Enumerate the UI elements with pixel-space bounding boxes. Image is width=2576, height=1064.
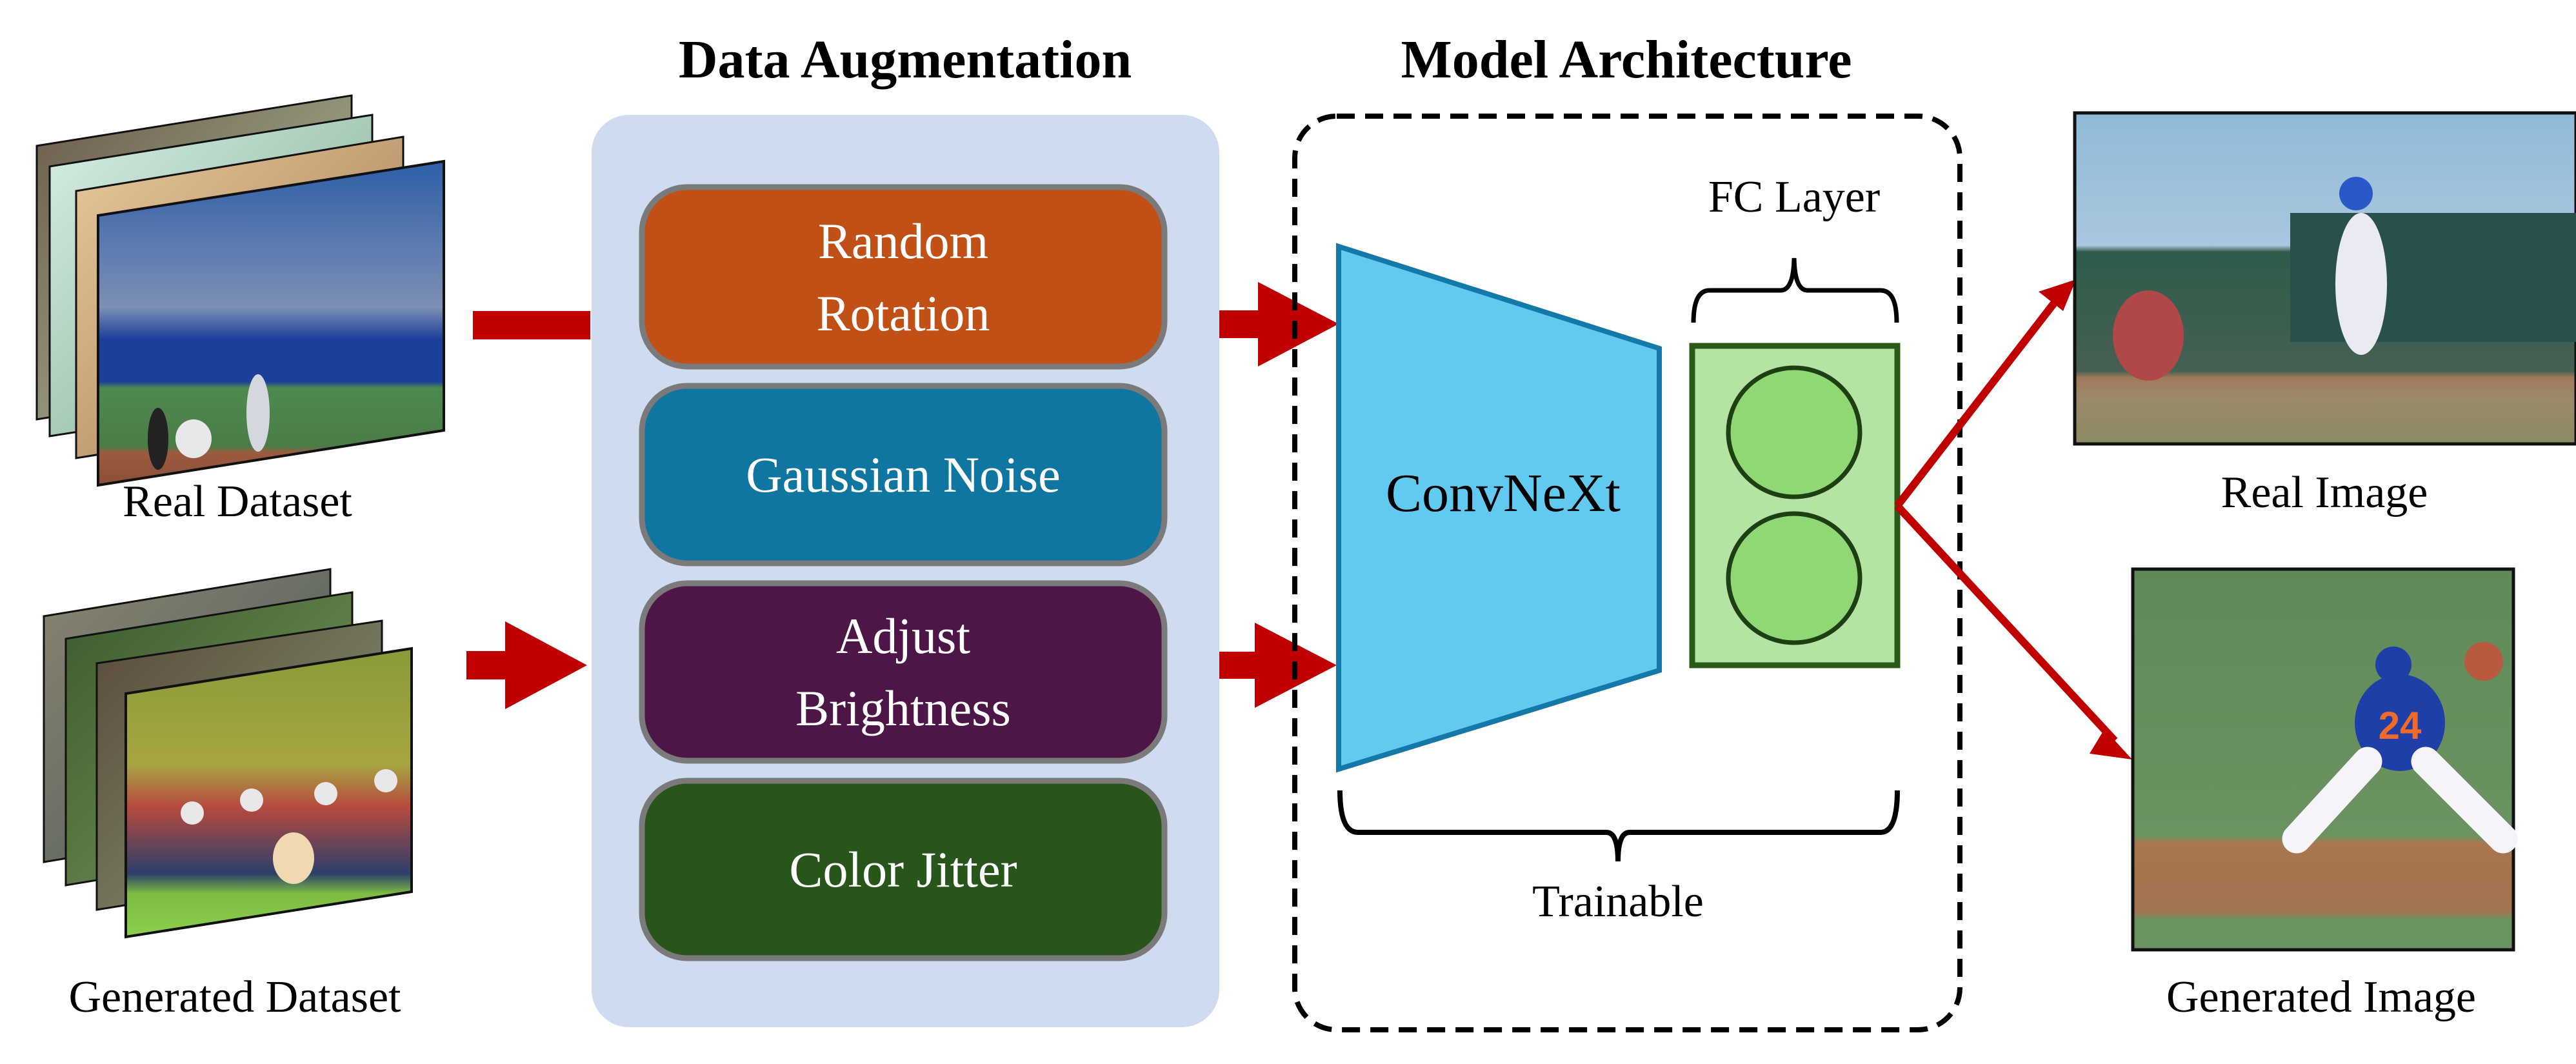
augmentation-label: Color Jitter	[789, 841, 1017, 898]
augmentation-label: Gaussian Noise	[746, 447, 1060, 503]
generated-output-arrowhead	[2090, 729, 2132, 759]
player-figure	[148, 408, 168, 470]
augmentation-color-jitter[interactable]: Color Jitter	[639, 778, 1168, 961]
augmentation-box[interactable]	[639, 778, 1168, 961]
augmentation-box[interactable]	[639, 383, 1168, 567]
real-to-augmentation-connector	[473, 311, 590, 339]
convnext-backbone[interactable]	[1336, 243, 1662, 773]
generated-to-augmentation-arrow	[466, 621, 587, 709]
augmentation-box[interactable]	[639, 184, 1168, 370]
generated-dataset-label: Generated Dataset	[69, 972, 402, 1022]
player-figure	[246, 374, 270, 452]
model-section-title: Model Architecture	[1401, 30, 1852, 90]
real-image-label: Real Image	[2221, 468, 2428, 517]
augmentation-random-rotation[interactable]: Random Rotation	[639, 184, 1168, 370]
person-figure	[314, 782, 337, 805]
person-figure	[374, 769, 397, 792]
trainable-label: Trainable	[1532, 877, 1704, 927]
augmentation-section-title: Data Augmentation	[679, 30, 1132, 90]
pitcher-jersey	[2355, 674, 2445, 771]
augmentation-adjust-brightness[interactable]: Adjust Brightness	[639, 580, 1168, 764]
augmentation-to-model-arrow-bottom	[1219, 623, 1337, 708]
trainable-brace	[1337, 790, 1900, 862]
pitcher-cap	[2375, 647, 2411, 683]
player-figure	[175, 419, 212, 458]
fc-neuron	[1726, 365, 1862, 499]
augmentation-label-line1: Random	[818, 213, 988, 269]
convnext-label: ConvNeXt	[1386, 463, 1621, 523]
real-output-arrow-line	[1894, 296, 2061, 508]
real-dataset-stack	[35, 94, 445, 487]
real-image-output	[2073, 111, 2576, 446]
fc-layer-brace	[1691, 257, 1899, 323]
augmentation-gaussian-noise[interactable]: Gaussian Noise	[639, 383, 1168, 567]
real-output-arrowhead	[2039, 279, 2076, 311]
person-figure	[181, 801, 204, 825]
generated-image	[2131, 567, 2515, 952]
real-dataset-label: Real Dataset	[123, 477, 352, 527]
pitcher-legs	[2282, 747, 2518, 854]
generated-dataset-front-image	[125, 647, 413, 939]
dugout-shape	[2290, 213, 2576, 342]
fc-layer-label: FC Layer	[1708, 172, 1880, 222]
fc-neuron	[1726, 511, 1862, 645]
batter-figure	[2335, 213, 2387, 355]
person-figure	[240, 788, 263, 812]
catcher-figure	[2113, 290, 2184, 381]
generated-output-arrow-line	[1894, 503, 2118, 744]
dog-figure	[273, 832, 314, 884]
generated-dataset-stack	[43, 568, 413, 939]
augmentation-box[interactable]	[639, 580, 1168, 764]
augmentation-label-line1: Adjust	[836, 608, 970, 664]
augmentation-label-line2: Brightness	[795, 680, 1011, 736]
output-fork-arrows	[1894, 279, 2132, 759]
generated-image-label: Generated Image	[2166, 972, 2476, 1022]
jersey-number: 24	[2379, 704, 2422, 747]
augmentation-label-line2: Rotation	[817, 285, 990, 341]
generated-image-output: 24	[2131, 567, 2518, 952]
fc-layer[interactable]	[1689, 343, 1901, 668]
augmentation-to-model-arrow-top	[1219, 282, 1339, 366]
pitcher-glove	[2464, 642, 2503, 681]
batter-helmet	[2339, 177, 2373, 210]
real-dataset-front-image	[97, 159, 445, 487]
